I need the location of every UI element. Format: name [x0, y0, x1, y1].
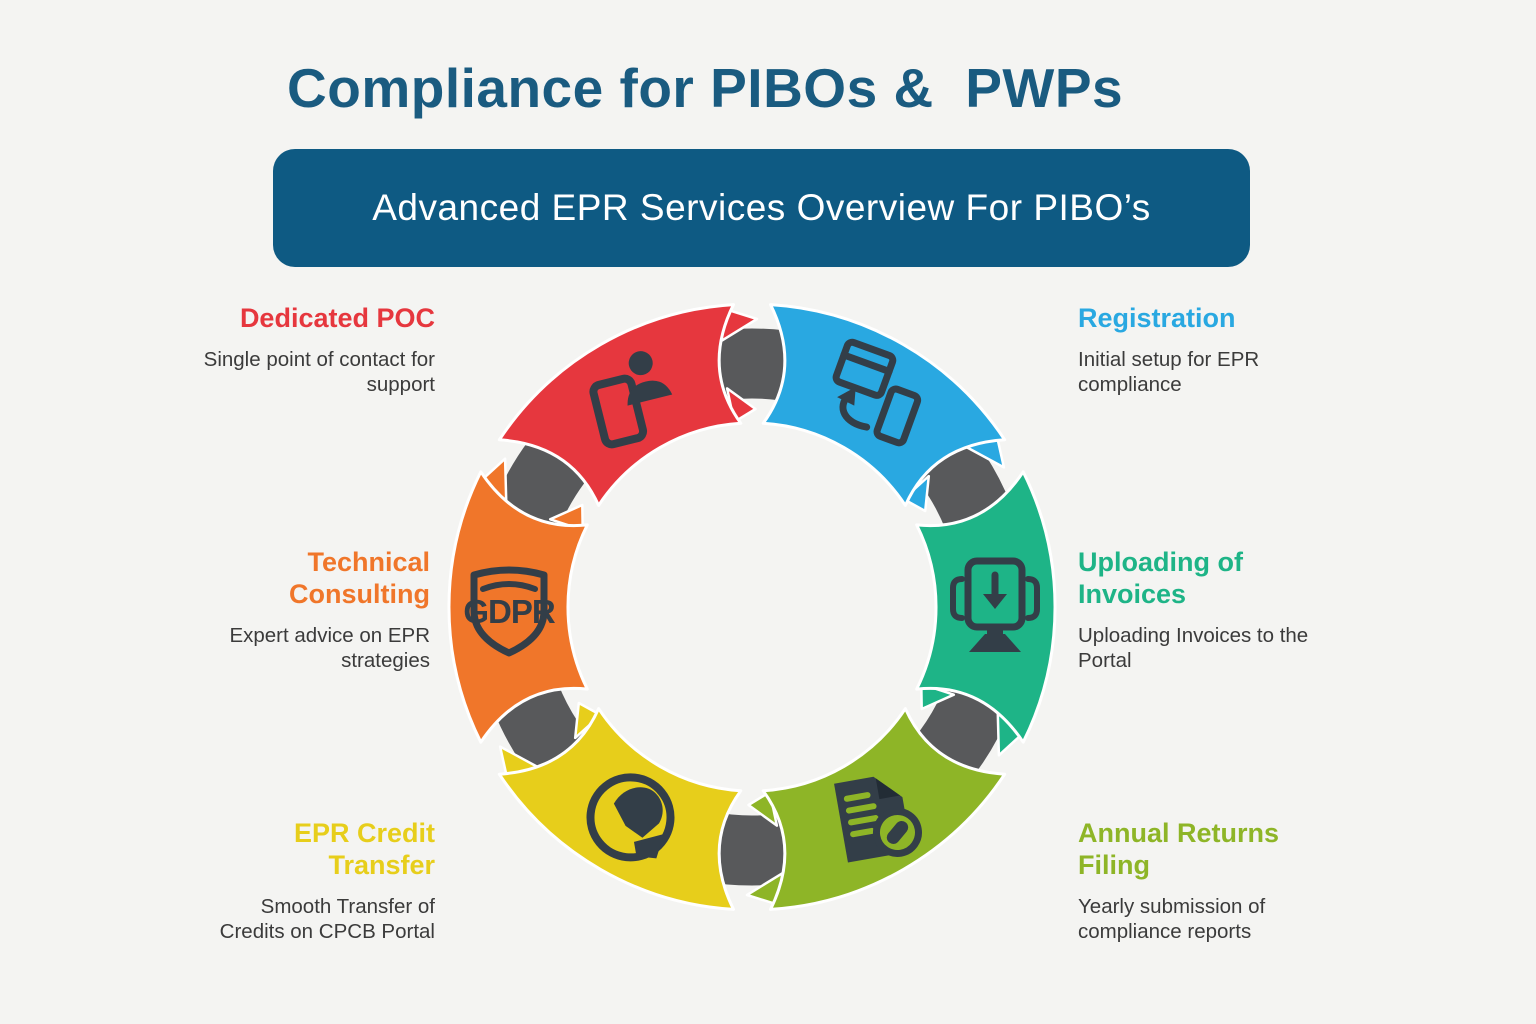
item-desc: Smooth Transfer of Credits on CPCB Porta… — [219, 894, 435, 944]
page-title: Compliance for PIBOs & PWPs — [287, 57, 1124, 119]
item-title: Uploading of Invoices — [1078, 547, 1243, 609]
label-registration: Registration Initial setup for EPR compl… — [1078, 303, 1348, 398]
label-uploading-of-invoices: Uploading of Invoices Uploading Invoices… — [1078, 547, 1318, 674]
item-title: Registration — [1078, 303, 1236, 333]
label-technical-consulting: Technical Consulting Expert advice on EP… — [200, 547, 430, 674]
label-dedicated-poc: Dedicated POC Single point of contact fo… — [175, 303, 435, 398]
label-epr-credit-transfer: EPR Credit Transfer Smooth Transfer of C… — [215, 818, 435, 945]
label-annual-returns-filing: Annual Returns Filing Yearly submission … — [1078, 818, 1338, 945]
item-title: Technical Consulting — [289, 547, 430, 609]
segment-dedicated-poc — [497, 303, 743, 507]
banner: Advanced EPR Services Overview For PIBO’… — [273, 149, 1250, 267]
segment-uploading-of-invoices — [915, 470, 1057, 744]
item-desc: Initial setup for EPR compliance — [1078, 347, 1260, 397]
item-desc: Expert advice on EPR strategies — [229, 623, 430, 673]
item-desc: Single point of contact for support — [203, 347, 435, 397]
item-desc: Yearly submission of compliance reports — [1078, 894, 1266, 944]
item-desc: Uploading Invoices to the Portal — [1078, 623, 1309, 673]
banner-label: Advanced EPR Services Overview For PIBO’… — [372, 187, 1151, 228]
item-title: Annual Returns Filing — [1078, 818, 1280, 880]
item-title: Dedicated POC — [239, 303, 435, 333]
item-title: EPR Credit Transfer — [293, 818, 435, 880]
